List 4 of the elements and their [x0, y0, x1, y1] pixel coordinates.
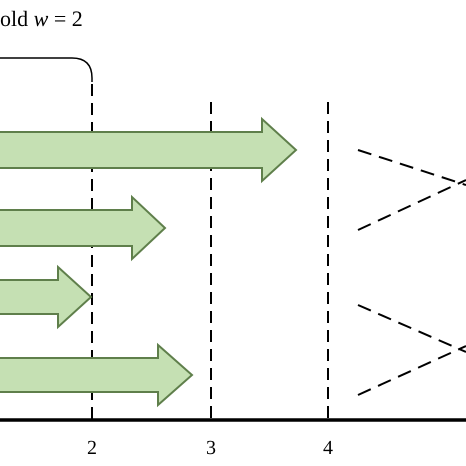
annotation-text: old w = 2 — [0, 8, 83, 30]
tick-label: 4 — [323, 438, 333, 458]
tick-label: 3 — [206, 438, 216, 458]
tick-label: 2 — [87, 438, 97, 458]
